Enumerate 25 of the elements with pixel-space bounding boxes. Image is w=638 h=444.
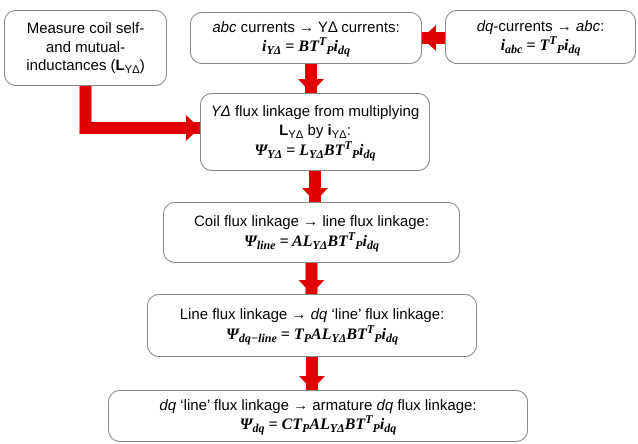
- equation: Ψ$_{YΔ}$ = L$_{YΔ}$BT$^{T}$$_{P}$i$_{dq}$: [254, 140, 376, 161]
- block-arrow: [299, 357, 325, 390]
- step-text: abc currents → YΔ currents:: [212, 18, 400, 37]
- step-text: Measure coil self- and mutual- inductances (L$_{YΔ}$): [25, 20, 146, 76]
- equation: Ψ$_{dq−line}$ = T$_{P}$AL$_{YΔ}$BT$^{T}$$_{P}$i$_{dq}$: [226, 324, 398, 345]
- step-text: dq ‘line’ flux linkage → armature dq flux linkage:: [159, 396, 477, 415]
- block-arrow: [302, 171, 328, 202]
- process-box: [4, 10, 167, 86]
- equation: i$_{abc}$ = T$^{T}$$_{P}$i$_{dq}$: [500, 36, 580, 56]
- block-arrow: [298, 263, 324, 294]
- equation: Ψ$_{dq}$ = CT$_{P}$AL$_{YΔ}$BT$^{T}$$_{P}$i$_{dq}$: [240, 415, 396, 436]
- process-box: [445, 10, 636, 64]
- block-arrow: [298, 64, 324, 93]
- process-box: [190, 12, 422, 64]
- step-text: YΔ flux linkage from multiplying L$_{YΔ}$ by i$_{YΔ}$:: [210, 103, 420, 141]
- step-text: Coil flux linkage → line flux linkage:: [194, 213, 430, 232]
- process-box: [108, 390, 528, 442]
- process-box: [200, 93, 430, 171]
- block-arrow: [422, 25, 445, 51]
- process-box: [163, 202, 460, 263]
- equation: i$_{YΔ}$ = BT$^{T}$$_{P}$i$_{dq}$: [262, 37, 350, 58]
- step-text: Line flux linkage → dq ‘line’ flux linkage:: [180, 306, 444, 325]
- step-text: dq-currents → abc:: [476, 18, 604, 36]
- equation: Ψ$_{line}$ = AL$_{YΔ}$BT$^{T}$$_{P}$i$_{dq}$: [244, 232, 379, 252]
- process-box: [147, 294, 477, 357]
